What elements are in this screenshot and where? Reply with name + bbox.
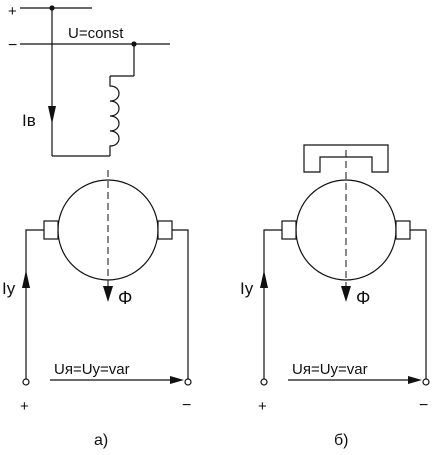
voltage-arrow-icon bbox=[170, 376, 184, 384]
terminal-minus-icon bbox=[184, 378, 192, 386]
field-current-arrow bbox=[48, 106, 56, 124]
brush-left-icon bbox=[281, 220, 297, 240]
terminal-minus-icon bbox=[422, 378, 430, 386]
field-voltage-label: U=const bbox=[68, 25, 124, 42]
armature-lead-right bbox=[172, 229, 189, 380]
field-current-label: Iв bbox=[22, 111, 36, 130]
terminal-plus-label: + bbox=[258, 398, 267, 415]
armature-current-arrow bbox=[260, 270, 268, 288]
flux-arrow-icon bbox=[103, 286, 113, 302]
brush-right-icon bbox=[395, 220, 411, 240]
field-coil-icon bbox=[109, 76, 120, 156]
terminal-minus-label: − bbox=[182, 397, 191, 414]
flux-label: Φ bbox=[118, 288, 132, 308]
armature-current-label: Iу bbox=[2, 279, 16, 298]
terminal-plus-icon bbox=[260, 378, 268, 386]
armature-lead-left bbox=[25, 229, 44, 380]
field-minus-label: − bbox=[8, 37, 17, 54]
circuit-b: Iу Φ Uя=Uу=var + − б) bbox=[240, 144, 430, 449]
field-plus-label: + bbox=[8, 3, 17, 20]
brush-left-icon bbox=[43, 220, 59, 240]
terminal-minus-label: − bbox=[419, 397, 428, 414]
circuit-a: Iу Φ Uя=Uу=var + − а) bbox=[2, 170, 192, 449]
flux-arrow-icon bbox=[341, 286, 351, 302]
voltage-arrow-icon bbox=[408, 376, 422, 384]
permanent-magnet-icon bbox=[303, 144, 389, 173]
armature-lead-right bbox=[410, 229, 427, 380]
armature-current-arrow bbox=[22, 270, 30, 288]
terminal-plus-icon bbox=[22, 378, 30, 386]
caption-a: а) bbox=[94, 432, 108, 449]
armature-voltage-label: Uя=Uу=var bbox=[292, 361, 368, 378]
brush-right-icon bbox=[157, 220, 173, 240]
caption-b: б) bbox=[334, 432, 349, 449]
armature-lead-left bbox=[263, 229, 282, 380]
armature-voltage-label: Uя=Uу=var bbox=[54, 361, 130, 378]
flux-label: Φ bbox=[356, 288, 370, 308]
field-supply: + − U=const Iв bbox=[8, 3, 170, 157]
terminal-plus-label: + bbox=[20, 398, 29, 415]
armature-current-label: Iу bbox=[240, 279, 254, 298]
